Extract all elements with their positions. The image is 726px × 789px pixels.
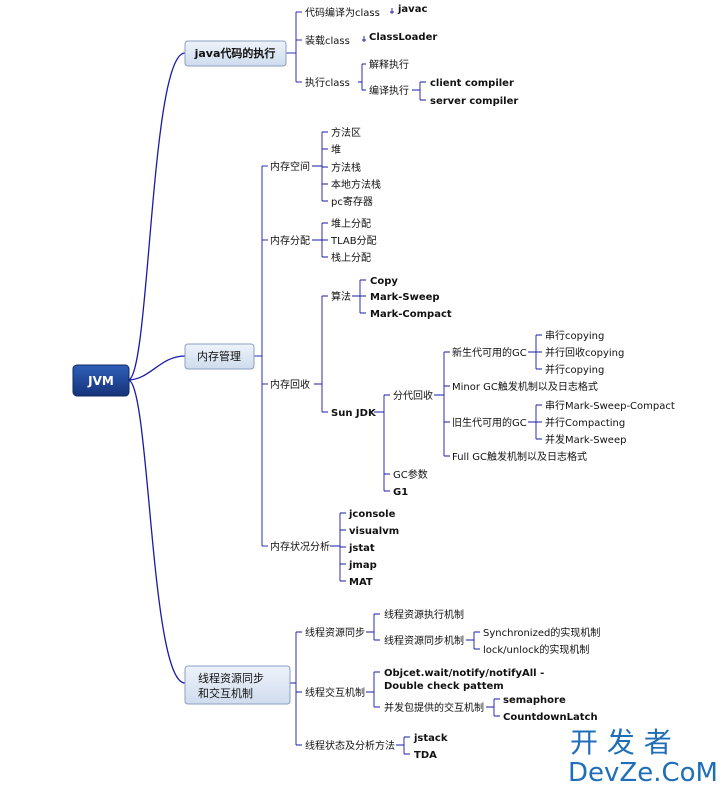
- connector-lines-thin: [254, 8, 542, 755]
- node-full-gc[interactable]: Full GC触发机制以及日志格式: [452, 450, 587, 463]
- node-minor-gc[interactable]: Minor GC触发机制以及日志格式: [452, 380, 598, 393]
- node-memory-analysis[interactable]: 内存状况分析: [270, 540, 330, 553]
- node-method-stack[interactable]: 方法栈: [331, 161, 361, 174]
- node-parallel-compacting[interactable]: 并行Compacting: [545, 416, 625, 429]
- node-mark-sweep[interactable]: Mark-Sweep: [370, 292, 440, 303]
- node-pc-register[interactable]: pc寄存器: [331, 195, 373, 208]
- branch-thread[interactable]: 线程资源同步 和交互机制: [184, 665, 291, 705]
- node-tda[interactable]: TDA: [414, 750, 437, 761]
- node-semaphore[interactable]: semaphore: [503, 695, 566, 706]
- node-old-gc[interactable]: 旧生代可用的GC: [452, 416, 527, 429]
- node-memory-alloc[interactable]: 内存分配: [270, 234, 310, 247]
- node-javac[interactable]: javac: [397, 4, 427, 15]
- node-jmap[interactable]: jmap: [348, 560, 377, 571]
- node-thread-sync[interactable]: 线程资源同步: [305, 626, 365, 639]
- branch-memory-label: 内存管理: [197, 349, 241, 363]
- node-visualvm[interactable]: visualvm: [349, 526, 399, 537]
- node-heap[interactable]: 堆: [331, 144, 341, 156]
- branch-thread-label-2: 和交互机制: [198, 686, 253, 700]
- thread-nodes: 线程资源同步 线程资源执行机制 线程资源同步机制 Synchronized的实现…: [305, 608, 600, 761]
- node-synchronized[interactable]: Synchronized的实现机制: [483, 626, 600, 639]
- node-thread-sync-mech[interactable]: 线程资源同步机制: [384, 634, 464, 647]
- node-server-compiler[interactable]: server compiler: [430, 96, 518, 107]
- node-stack-alloc[interactable]: 栈上分配: [331, 251, 371, 264]
- node-parallel-scavenge[interactable]: 并行回收copying: [545, 346, 624, 359]
- node-wait-notify[interactable]: Objcet.wait/notify/notifyAll -: [384, 668, 544, 679]
- node-lock-unlock[interactable]: lock/unlock的实现机制: [483, 643, 589, 656]
- node-thread-interact[interactable]: 线程交互机制: [305, 686, 365, 699]
- node-concurrent-pkg[interactable]: 并发包提供的交互机制: [384, 701, 484, 714]
- node-jstat[interactable]: jstat: [348, 543, 375, 554]
- root-label: JVM: [87, 374, 114, 388]
- branch-java-exec-label: java代码的执行: [194, 46, 276, 60]
- branch-thread-label-1: 线程资源同步: [198, 671, 264, 685]
- node-g1[interactable]: G1: [393, 487, 408, 498]
- node-jit[interactable]: 编译执行: [369, 84, 409, 97]
- node-method-area[interactable]: 方法区: [331, 126, 361, 139]
- node-jconsole[interactable]: jconsole: [348, 509, 396, 520]
- node-compile[interactable]: 代码编译为class: [305, 6, 380, 19]
- node-mark-compact[interactable]: Mark-Compact: [370, 309, 452, 320]
- watermark-en: DevZe.CoM: [568, 758, 718, 788]
- node-load[interactable]: 装载class: [305, 34, 350, 47]
- watermark: 开 发 者 DevZe.CoM: [568, 726, 718, 788]
- branch-java-exec[interactable]: java代码的执行: [184, 40, 287, 67]
- node-mat[interactable]: MAT: [349, 577, 373, 588]
- node-interpret[interactable]: 解释执行: [369, 58, 409, 71]
- node-parallel-copying[interactable]: 并行copying: [545, 363, 604, 376]
- node-sun-jdk[interactable]: Sun JDK: [331, 408, 377, 419]
- node-double-check[interactable]: Double check pattem: [384, 681, 504, 692]
- node-native-stack[interactable]: 本地方法栈: [331, 178, 381, 191]
- connector-lines: [127, 52, 186, 684]
- node-countdownlatch[interactable]: CountdownLatch: [503, 712, 598, 723]
- branch-memory[interactable]: 内存管理: [184, 343, 255, 370]
- node-memory-space[interactable]: 内存空间: [270, 160, 310, 173]
- node-cms[interactable]: 并发Mark-Sweep: [545, 433, 626, 446]
- node-tlab-alloc[interactable]: TLAB分配: [330, 235, 377, 247]
- node-serial-msc[interactable]: 串行Mark-Sweep-Compact: [545, 399, 675, 412]
- watermark-cn: 开 发 者: [570, 726, 672, 759]
- node-client-compiler[interactable]: client compiler: [430, 78, 514, 89]
- node-thread-state[interactable]: 线程状态及分析方法: [305, 739, 395, 752]
- node-algo[interactable]: 算法: [331, 290, 351, 303]
- node-generational[interactable]: 分代回收: [393, 389, 433, 402]
- node-classloader[interactable]: ClassLoader: [369, 32, 437, 43]
- node-memory-gc[interactable]: 内存回收: [270, 378, 310, 391]
- node-copy[interactable]: Copy: [370, 276, 398, 287]
- java-exec-nodes: 代码编译为class javac 装载class ClassLoader 执行c…: [305, 4, 518, 107]
- node-gc-params[interactable]: GC参数: [393, 468, 428, 481]
- node-serial-copying[interactable]: 串行copying: [545, 329, 604, 342]
- node-heap-alloc[interactable]: 堆上分配: [331, 218, 371, 230]
- memory-nodes: 内存空间 方法区 堆 方法栈 本地方法栈 pc寄存器 内存分配 堆上分配 TLA…: [270, 126, 675, 588]
- node-young-gc[interactable]: 新生代可用的GC: [452, 346, 527, 359]
- node-thread-exec[interactable]: 线程资源执行机制: [384, 608, 464, 621]
- root-node[interactable]: JVM: [72, 364, 130, 397]
- node-run[interactable]: 执行class: [305, 76, 350, 89]
- node-jstack[interactable]: jstack: [413, 733, 448, 744]
